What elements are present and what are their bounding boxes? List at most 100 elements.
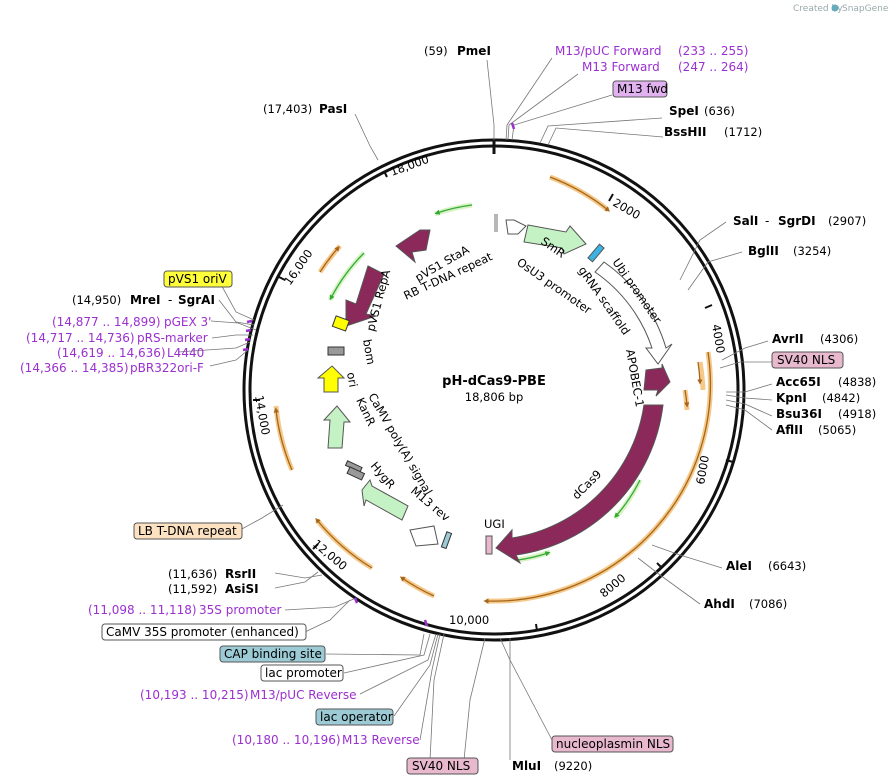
label-bom: bom [360,338,378,366]
site-acc65i-name: Acc65I [776,375,821,389]
site-bsshii-pos: (1712) [724,125,762,139]
site-spei-name: SpeI [669,104,699,118]
box-m13fwd-label: M13 fwd [617,82,668,96]
orange-track-arrows [273,176,711,604]
feature-ubi-promoter [594,261,673,365]
primer-35s-range: (11,098 .. 11,118) [88,603,197,617]
credit-brand: SnapGene [842,4,889,14]
box-m13fwd [612,80,668,98]
site-kpni-name: KpnI [776,391,807,405]
box-sv40-top [771,351,844,369]
site-bglii-name: BglII [748,244,779,258]
site-sali-pos: (2907) [828,214,866,228]
feature-grna-scaffold [587,243,605,263]
feature-pvs1-staa [395,229,431,264]
box-lac-promoter [260,664,344,682]
feature-m13rev-arrow [409,525,439,547]
leader-lines [177,57,773,761]
site-mrei-pos: (14,950) [72,293,121,307]
feature-ugi-nls [485,535,493,555]
tick-4000: 4000 [709,323,728,354]
primer-prs: pRS-marker [137,331,208,345]
site-aflii-name: AflII [776,423,803,437]
site-ahdi-pos: (7086) [749,597,787,611]
site-mlui-pos: (9220) [554,759,592,773]
snapgene-credit: Created by SnapGene [793,4,889,14]
site-alei-pos: (6643) [768,559,806,573]
primer-pgex-range: (14,877 .. 14,899) [52,315,161,329]
box-lb-tdna [133,522,243,540]
feature-pvs1-repa [345,265,385,327]
site-acc65i-pos: (4838) [838,375,876,389]
box-sv40-bottom-label: SV40 NLS [412,759,470,773]
primer-m13-rev-range: (10,180 .. 10,196) [232,733,341,747]
box-nucleoplasmin [551,735,674,753]
feature-ori [316,365,346,393]
credit-created-by: Created by [793,4,843,14]
box-nucleoplasmin-label: nucleoplasmin NLS [556,737,670,751]
box-sv40-bottom [406,757,479,775]
inner-features [316,214,673,565]
primer-m13puc-fwd-range: (233 .. 255) [678,44,748,58]
plasmid-name: pH-dCas9-PBE [442,374,546,389]
primer-pbr322-range: (14,366 .. 14,385) [20,361,129,375]
site-sgrdi-name: SgrDI [778,214,816,228]
primer-prs-range: (14,717 .. 14,736) [26,331,135,345]
site-spei-pos: (636) [704,104,735,118]
site-ahdi-name: AhdI [704,597,735,611]
primer-m13-rev: M13 Reverse [342,733,420,747]
label-apobec: APOBEC-1 [623,348,647,408]
primer-m13puc-rev: M13/pUC Reverse [250,688,357,702]
tick-2000: 2000 [611,195,643,222]
site-pasi-pos: (17,403) [263,102,312,116]
site-bsshii-name: BssHII [664,125,706,139]
site-avrii-name: AvrII [772,332,804,346]
site-bsu36i-pos: (4918) [838,407,876,421]
site-asisi-name: AsiSI [225,582,259,596]
feature-dcas9 [495,404,664,565]
tick-10000: 10,000 [449,613,489,627]
box-lac-operator-label: lac operator [320,710,393,724]
primer-m13puc-rev-range: (10,193 .. 10,215) [140,688,249,702]
plasmid-size: 18,806 bp [465,390,524,404]
left-labels: pVS1 oriV (14,950) MreI - SgrAI (14,877 … [20,270,281,617]
site-pmei-pos: (59) [424,44,448,58]
box-lac-promoter-label: lac promoter [265,666,342,680]
box-sv40-top-label: SV40 NLS [777,353,835,367]
site-rsrii-name: RsrII [225,567,256,581]
box-lb-tdna-label: LB T-DNA repeat [138,524,237,538]
box-cap-label: CAP binding site [224,647,322,661]
site-avrii-pos: (4306) [820,332,858,346]
site-pasi-name: PasI [319,102,347,116]
site-sali-name: SalI [733,214,758,228]
site-aflii-pos: (5065) [818,423,856,437]
site-mlui-name: MluI [512,759,541,773]
primer-l4440-range: (14,619 .. 14,636) [57,346,166,360]
box-pvs1-oriv-label: pVS1 oriV [168,272,228,286]
tick-marks [253,170,734,632]
primer-m13-fwd: M13 Forward [582,60,660,74]
primer-sites [242,122,516,627]
site-bsu36i-name: Bsu36I [776,407,822,421]
feature-apobec1 [643,363,671,397]
primer-pgex: pGEX 3' [164,315,211,329]
feature-m13fwd-arrow [505,219,527,235]
site-mrei-name: MreI [130,293,160,307]
primer-m13puc-fwd: M13/pUC Forward [555,44,662,58]
box-camv35s [101,623,307,641]
site-rsrii-pos: (11,636) [168,567,217,581]
bottom-labels: CaMV 35S promoter (enhanced) CAP binding… [101,623,674,775]
site-mrei-dash: - [168,293,172,307]
feature-cap-site [440,531,453,550]
site-sgrai-name: SgrAI [178,293,215,307]
site-bglii-pos: (3254) [793,244,831,258]
tick-14000: 14,000 [252,394,273,436]
primer-l4440: L4440 [167,346,204,360]
feature-pvs1-oriv [331,315,350,332]
feature-kanr [322,405,352,449]
site-alei-name: AleI [726,559,752,573]
label-camv-polya: CaMV poly(A) signal [365,391,435,498]
box-cap [219,645,326,663]
site-kpni-pos: (4842) [822,391,860,405]
